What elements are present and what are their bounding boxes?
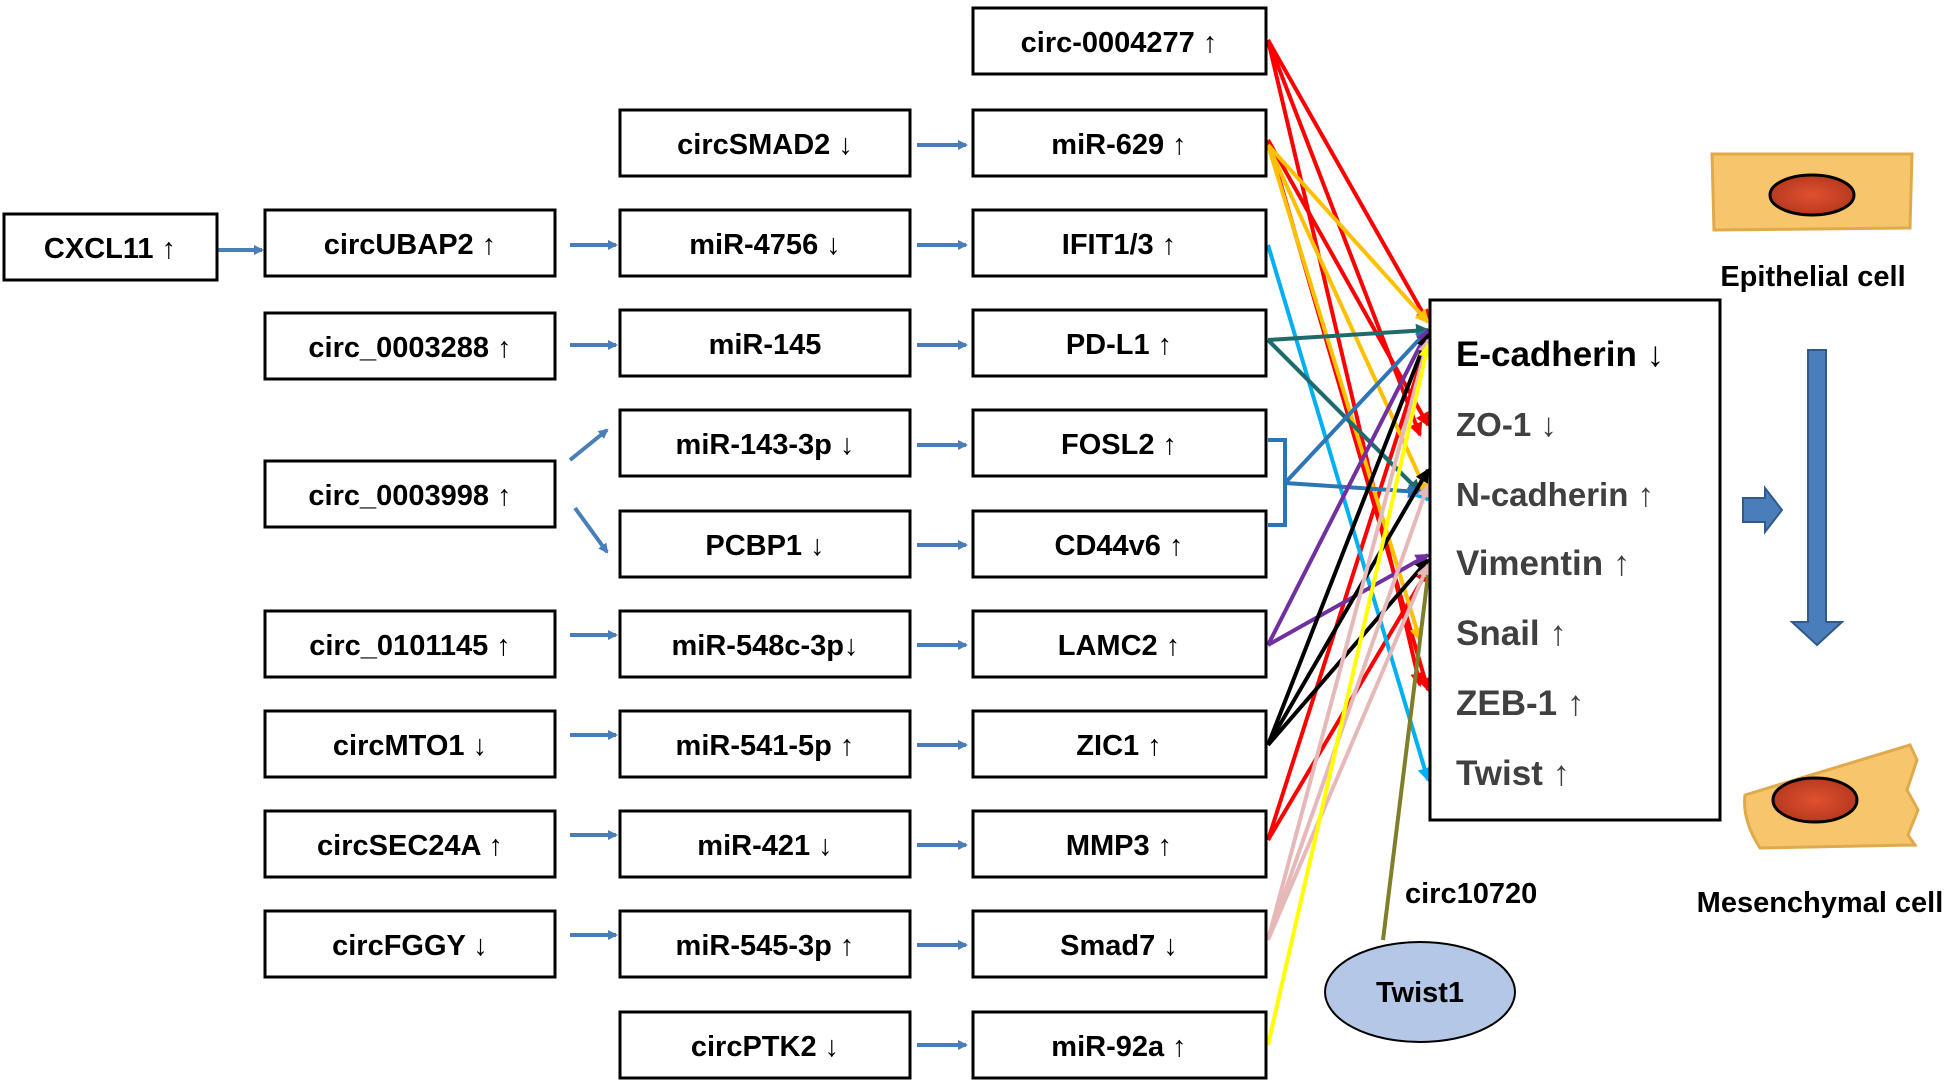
epithelial-cell-label: Epithelial cell	[1720, 261, 1905, 293]
node-label: miR-143-3p ↓	[676, 429, 855, 461]
epithelial-cell-icon	[1710, 152, 1914, 232]
node-label: circFGGY ↓	[332, 930, 488, 962]
node-mir629: miR-629 ↑	[971, 108, 1268, 178]
node-label: CXCL11 ↑	[44, 233, 176, 265]
colored-connectors	[1266, 39, 1433, 1046]
node-mir92a: miR-92a ↑	[971, 1010, 1268, 1080]
node-lamc2: LAMC2 ↑	[971, 609, 1268, 679]
node-circfggy: circFGGY ↓	[263, 909, 557, 979]
node-fosl2: FOSL2 ↑	[971, 408, 1268, 478]
node-label: ZIC1 ↑	[1076, 730, 1161, 762]
node-label: miR-545-3p ↑	[676, 930, 855, 962]
node-label: circ_0003288 ↑	[308, 332, 511, 364]
node-pdl1: PD-L1 ↑	[971, 308, 1268, 378]
node-mir421: miR-421 ↓	[618, 809, 912, 879]
twist1-node: Twist1	[1324, 941, 1516, 1043]
node-circmto1: circMTO1 ↓	[263, 709, 557, 779]
node-circ0003288: circ_0003288 ↑	[263, 311, 557, 381]
node-label: FOSL2 ↑	[1061, 429, 1177, 461]
node-mmp3: MMP3 ↑	[971, 809, 1268, 879]
node-label: miR-92a ↑	[1051, 1031, 1186, 1063]
node-circptk2: circPTK2 ↓	[618, 1010, 912, 1080]
node-pcbp1: PCBP1 ↓	[618, 509, 912, 579]
blue-connectors	[218, 140, 968, 1050]
node-label: PD-L1 ↑	[1066, 329, 1172, 361]
down-arrow-icon	[1789, 349, 1845, 647]
node-label: miR-145	[709, 329, 822, 361]
node-mir1433p: miR-143-3p ↓	[618, 408, 912, 478]
emt-marker-zeb-1: ZEB-1 ↑	[1456, 684, 1584, 723]
node-label: Smad7 ↓	[1060, 930, 1178, 962]
node-circ0004277: circ-0004277 ↑	[971, 6, 1268, 76]
emt-marker-e-cadherin: E-cadherin ↓	[1456, 335, 1664, 374]
node-label: circSMAD2 ↓	[677, 129, 853, 161]
node-mir548c3p: miR-548c-3p↓	[618, 609, 912, 679]
node-label: LAMC2 ↑	[1058, 630, 1180, 662]
node-label: CD44v6 ↑	[1055, 530, 1184, 562]
node-label: circMTO1 ↓	[333, 730, 487, 762]
mesenchymal-cell-icon	[1743, 743, 1920, 850]
node-mir5415p: miR-541-5p ↑	[618, 709, 912, 779]
node-label: miR-4756 ↓	[689, 229, 841, 261]
node-circubap2: circUBAP2 ↑	[263, 208, 557, 278]
node-label: IFIT1/3 ↑	[1062, 229, 1176, 261]
node-cxcl11: CXCL11 ↑	[2, 212, 219, 282]
emt-marker-box: E-cadherin ↓ ZO-1 ↓ N-cadherin ↑ Vimenti…	[1428, 298, 1722, 822]
emt-marker-zo-1: ZO-1 ↓	[1456, 406, 1557, 443]
node-circsmad2: circSMAD2 ↓	[618, 108, 912, 178]
node-label: circUBAP2 ↑	[324, 229, 496, 261]
node-label: miR-421 ↓	[697, 830, 832, 862]
node-circ0003998: circ_0003998 ↑	[263, 459, 557, 529]
node-zic1: ZIC1 ↑	[971, 709, 1268, 779]
right-arrow-icon	[1742, 485, 1784, 535]
node-mir145: miR-145	[618, 308, 912, 378]
node-label: circ_0003998 ↑	[308, 480, 511, 512]
node-label: circSEC24A ↑	[317, 830, 503, 862]
emt-marker-twist: Twist ↑	[1456, 754, 1570, 793]
node-label: miR-629 ↑	[1051, 129, 1186, 161]
node-cd44v6: CD44v6 ↑	[971, 509, 1268, 579]
mesenchymal-cell-label: Mesenchymal cell	[1697, 887, 1944, 919]
node-ifit13: IFIT1/3 ↑	[971, 208, 1268, 278]
node-circsec24a: circSEC24A ↑	[263, 809, 557, 879]
emt-marker-snail: Snail ↑	[1456, 614, 1567, 653]
node-label: circ_0101145 ↑	[309, 630, 511, 662]
emt-marker-n-cadherin: N-cadherin ↑	[1456, 476, 1654, 513]
node-circ0101145: circ_0101145 ↑	[263, 609, 557, 679]
node-label: PCBP1 ↓	[705, 530, 824, 562]
node-label: circ-0004277 ↑	[1021, 27, 1218, 59]
node-label: miR-548c-3p↓	[672, 630, 859, 662]
node-label: MMP3 ↑	[1066, 830, 1172, 862]
node-smad7: Smad7 ↓	[971, 909, 1268, 979]
circ10720-label: circ10720	[1405, 878, 1537, 910]
node-mir4756: miR-4756 ↓	[618, 208, 912, 278]
twist1-label: Twist1	[1376, 977, 1464, 1009]
emt-marker-vimentin: Vimentin ↑	[1456, 544, 1630, 583]
node-mir5453p: miR-545-3p ↑	[618, 909, 912, 979]
node-label: miR-541-5p ↑	[676, 730, 855, 762]
node-label: circPTK2 ↓	[691, 1031, 839, 1063]
